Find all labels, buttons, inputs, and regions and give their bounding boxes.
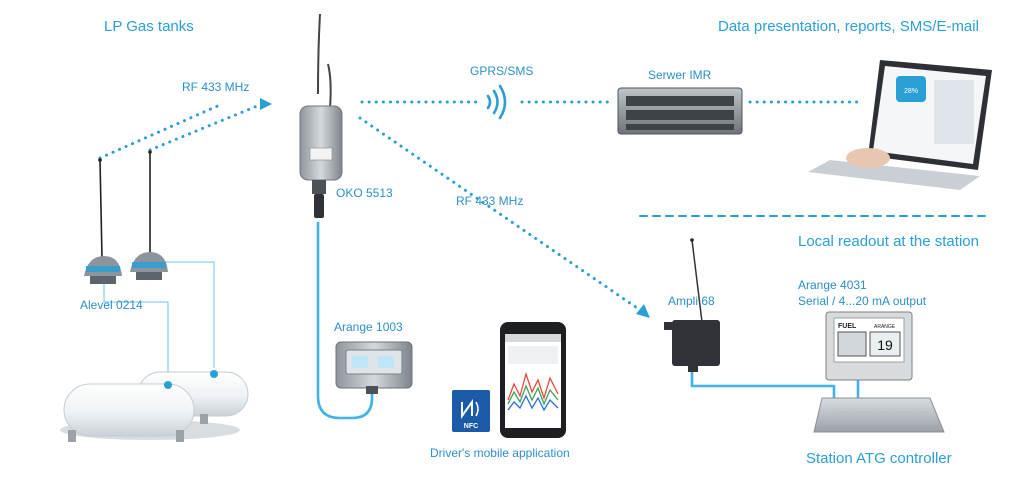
oko-5513-device	[299, 13, 343, 218]
alevel-sensor-2	[130, 150, 168, 280]
nfc-text: NFC	[464, 423, 478, 430]
alevel-sensor-1	[84, 158, 122, 284]
wireless-waves-icon	[486, 84, 507, 120]
label-arange-4031-sub: Serial / 4...20 mA output	[798, 294, 927, 308]
label-mobile-app: Driver's mobile application	[430, 446, 570, 460]
heading-lp-gas-tanks: LP Gas tanks	[104, 18, 194, 35]
label-arange-4031: Arange 4031	[798, 278, 867, 292]
cable-oko-arange	[316, 222, 374, 420]
label-rf-433-right: RF 433 MHz	[456, 194, 524, 208]
label-ampli-68: Ampli 68	[668, 294, 715, 308]
rf-links	[98, 100, 991, 312]
atg-controller	[813, 397, 945, 433]
label-gprs-sms: GPRS/SMS	[470, 64, 534, 78]
rf-link-left-b	[148, 102, 264, 152]
phone-chart-line-3	[507, 394, 559, 412]
phone-chart-line-1	[507, 371, 559, 401]
fuel-text: FUEL	[838, 323, 857, 330]
display-value-text: 19	[877, 337, 893, 353]
label-oko-5513: OKO 5513	[336, 186, 393, 200]
ampli-68-device	[664, 238, 720, 372]
label-station-atg-controller: Station ATG controller	[806, 450, 952, 467]
label-arange-1003: Arange 1003	[334, 320, 403, 334]
sensor-wires	[103, 261, 215, 378]
phone-chart-line-2	[507, 384, 559, 406]
heading-local-readout: Local readout at the station	[798, 233, 979, 250]
rf-link-right	[358, 116, 642, 312]
rf-arrow-left	[260, 98, 272, 110]
label-alevel-0214: Alevel 0214	[80, 298, 143, 312]
rf-arrow-right	[636, 304, 650, 318]
arange-panel-text: ARANGE	[874, 324, 896, 330]
arange-4031-device: FUEL ARANGE 19	[825, 311, 913, 381]
cable-ampli-atg	[690, 366, 836, 398]
cables	[316, 222, 860, 420]
label-rf-433-left: RF 433 MHz	[182, 80, 250, 94]
smartphone	[500, 322, 566, 438]
label-serwer-imr: Serwer IMR	[648, 68, 712, 82]
lp-gas-tanks	[60, 370, 249, 442]
rf-link-left-a	[98, 102, 224, 160]
heading-data-presentation: Data presentation, reports, SMS/E-mail	[718, 18, 979, 35]
laptop-gauge-text: 28%	[904, 88, 918, 95]
server-imr	[617, 87, 743, 135]
nfc-icon: NFC	[452, 390, 490, 432]
laptop: 28%	[808, 60, 992, 190]
arange-1003-device	[335, 341, 413, 394]
